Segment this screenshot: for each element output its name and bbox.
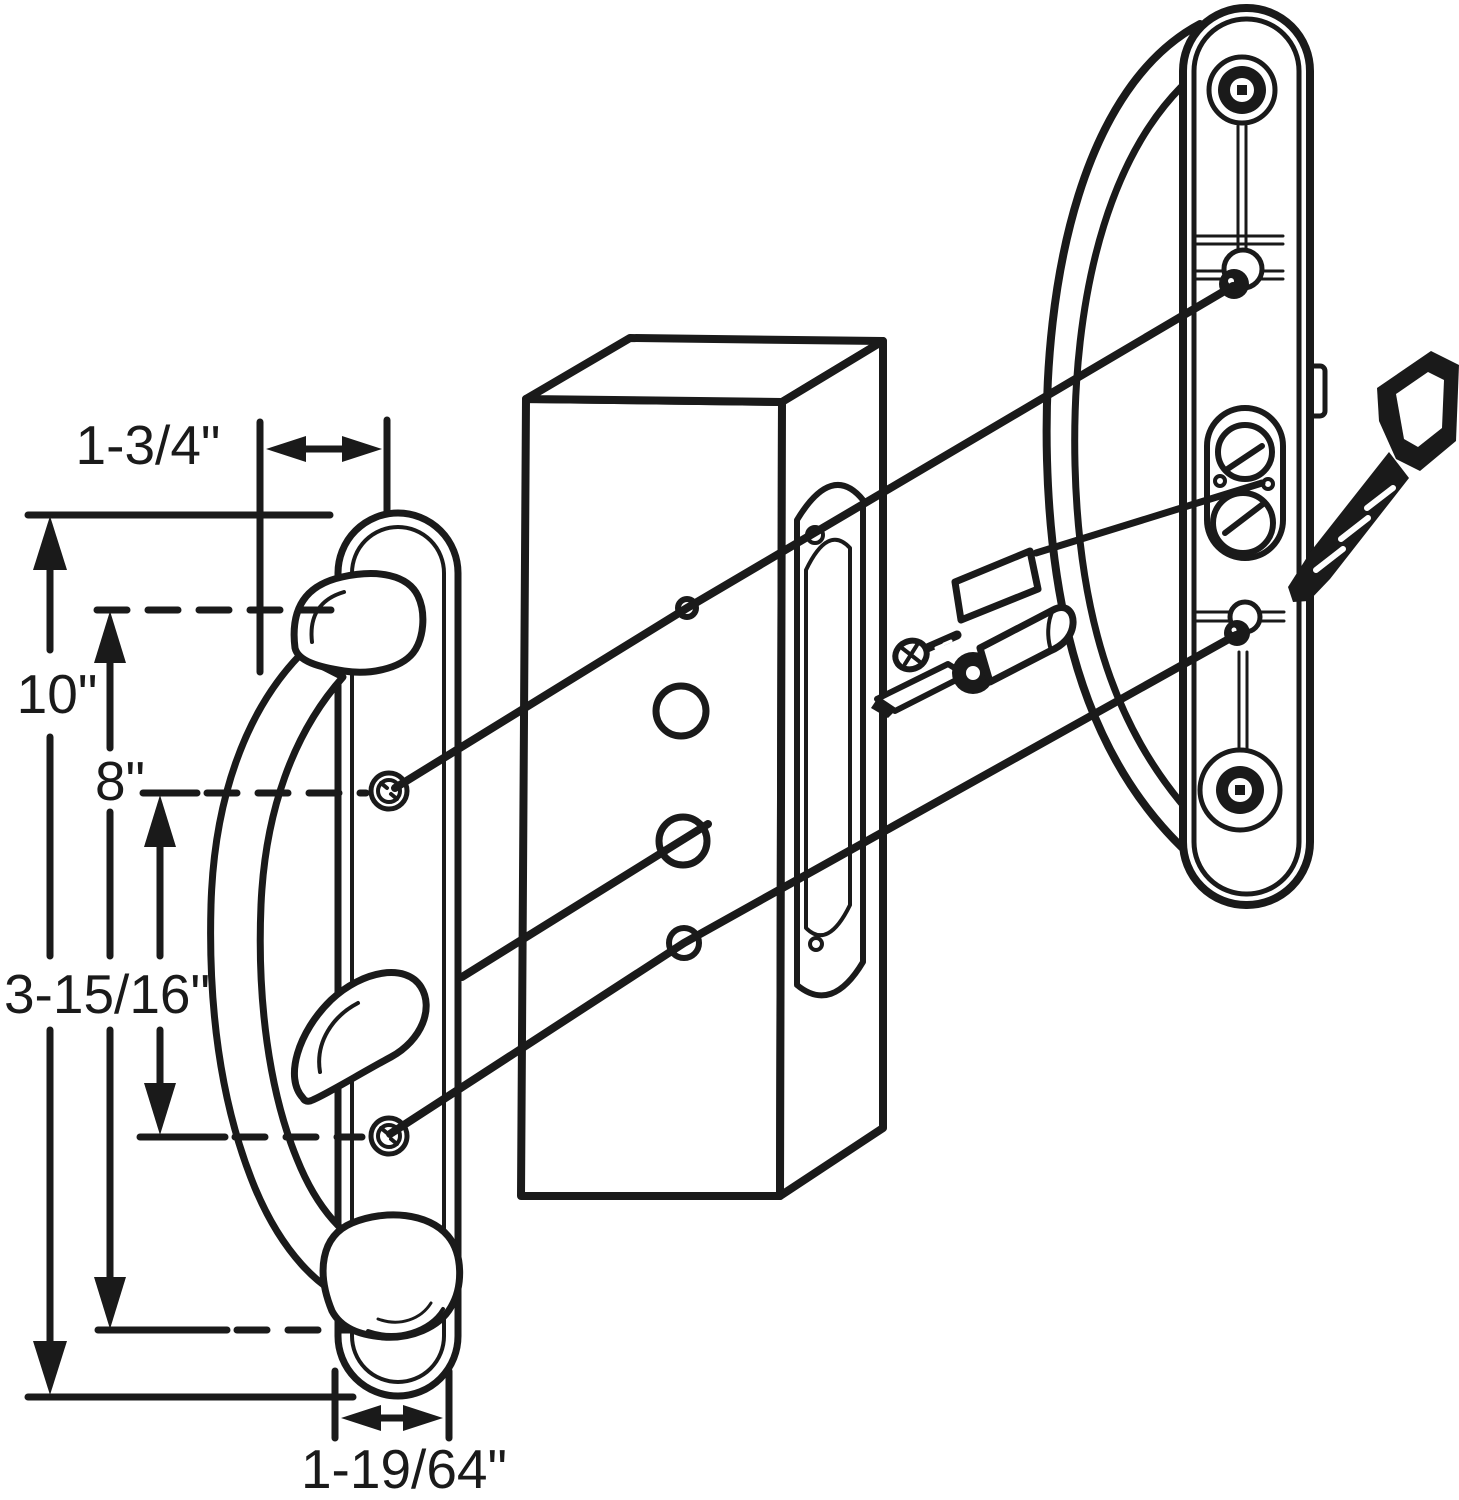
thumb-latch-accent (317, 1001, 360, 1074)
screw-threads (934, 639, 953, 650)
keyway-slash-top (1223, 443, 1265, 473)
bottom-screw-post (1197, 747, 1283, 833)
screw-hole-bottom-slot (379, 1126, 399, 1146)
dim-plate-width: 1-19/64" (301, 1367, 507, 1500)
arrow-up-icon (144, 795, 176, 847)
arrow-up-icon (94, 611, 126, 663)
mounting-screw (892, 630, 962, 673)
interior-plate-outline (334, 509, 462, 1400)
dim-label-plate-width: 1-19/64" (301, 1438, 507, 1500)
screw-shaft (920, 630, 962, 654)
key-blade-cuts (1313, 485, 1396, 573)
screw-hole-top-slot (379, 781, 399, 801)
mortise-slot (804, 537, 852, 938)
dim-screw-spacing: 3-15/16" (4, 795, 210, 1135)
mortise-screw-hole-bottom (808, 936, 824, 952)
keyway-slash-bottom (1222, 501, 1266, 536)
key-icon (1288, 351, 1459, 602)
phillips-cross-icon (900, 643, 922, 666)
lock-cylinder-assembly (871, 547, 1077, 718)
plate-spine-bottom (1237, 650, 1249, 752)
top-screw-post (1206, 54, 1278, 126)
exterior-plate-inner-line (1191, 16, 1302, 897)
dim-label-screw-spacing: 3-15/16" (4, 963, 210, 1025)
exterior-escutcheon-plate (1179, 4, 1328, 909)
bottom-post-square-spindle-hole (1235, 785, 1245, 795)
door-stile (517, 334, 887, 1200)
handle-bottom-cap-accent2 (376, 1301, 433, 1324)
exterior-handle-outer-edge (1042, 20, 1209, 872)
dim-mount-span: 8" (94, 611, 145, 1329)
arrow-right-icon (342, 436, 382, 462)
cylinder-bore-top (1215, 422, 1275, 482)
cylinder-cutout (1204, 405, 1286, 561)
leader-cylinder-to-cutout (1032, 479, 1266, 557)
arrow-up-icon (33, 516, 67, 570)
dim-label-overall-height: 10" (17, 663, 98, 725)
leader-latch-hole (458, 820, 712, 981)
dim-label-mount-span: 8" (95, 750, 145, 812)
mortise-faceplate (794, 482, 866, 999)
cylinder-body-end-line (1046, 608, 1055, 652)
door-hole-spindle (652, 682, 710, 740)
plate-rails-top (1194, 234, 1285, 281)
interior-screw-hole-top (368, 770, 410, 812)
leader-bottom-screw-axis (386, 631, 1240, 1138)
plate-spine-top (1236, 124, 1248, 252)
thumb-latch-lever (290, 969, 430, 1105)
arrow-down-icon (94, 1277, 126, 1329)
screw-hole-bottom-bore (376, 1123, 402, 1149)
key-bow-hole (1396, 372, 1444, 447)
arrow-down-icon (33, 1341, 67, 1395)
dimension-annotations: 1-3/4" 10" 8" 3-15/16" (4, 414, 507, 1500)
door-front-face (517, 395, 786, 1200)
dim-label-edge-offset: 1-3/4" (76, 414, 221, 476)
cylinder-cam-plate (951, 547, 1042, 624)
assembly-leader-lines (386, 282, 1266, 1138)
leader-top-screw-axis (391, 282, 1237, 792)
interior-plate-inner-line (350, 525, 446, 1384)
arrow-right-icon (403, 1405, 443, 1431)
cylinder-collar-bore (966, 666, 980, 680)
arrow-left-icon (341, 1405, 381, 1431)
arrow-down-icon (144, 1083, 176, 1135)
cutout-dot-left (1213, 474, 1227, 488)
exterior-handle-inner-edge (1071, 53, 1222, 842)
dim-overall-height: 10" (17, 516, 98, 1395)
cylinder-bore-bottom (1210, 490, 1276, 556)
cylinder-body (976, 604, 1077, 686)
top-post-square-spindle-hole (1237, 85, 1247, 95)
dim-edge-offset: 1-3/4" (76, 414, 391, 676)
exterior-pull-handle (1042, 20, 1222, 872)
handle-bottom-cap-accent1 (366, 1307, 445, 1337)
interior-handle-plate (334, 509, 462, 1400)
arrow-left-icon (266, 436, 306, 462)
handle-bottom-mount-cap (319, 1211, 464, 1341)
screw-hole-top-bore (376, 778, 402, 804)
cylinder-cam-tail-end (871, 699, 895, 718)
